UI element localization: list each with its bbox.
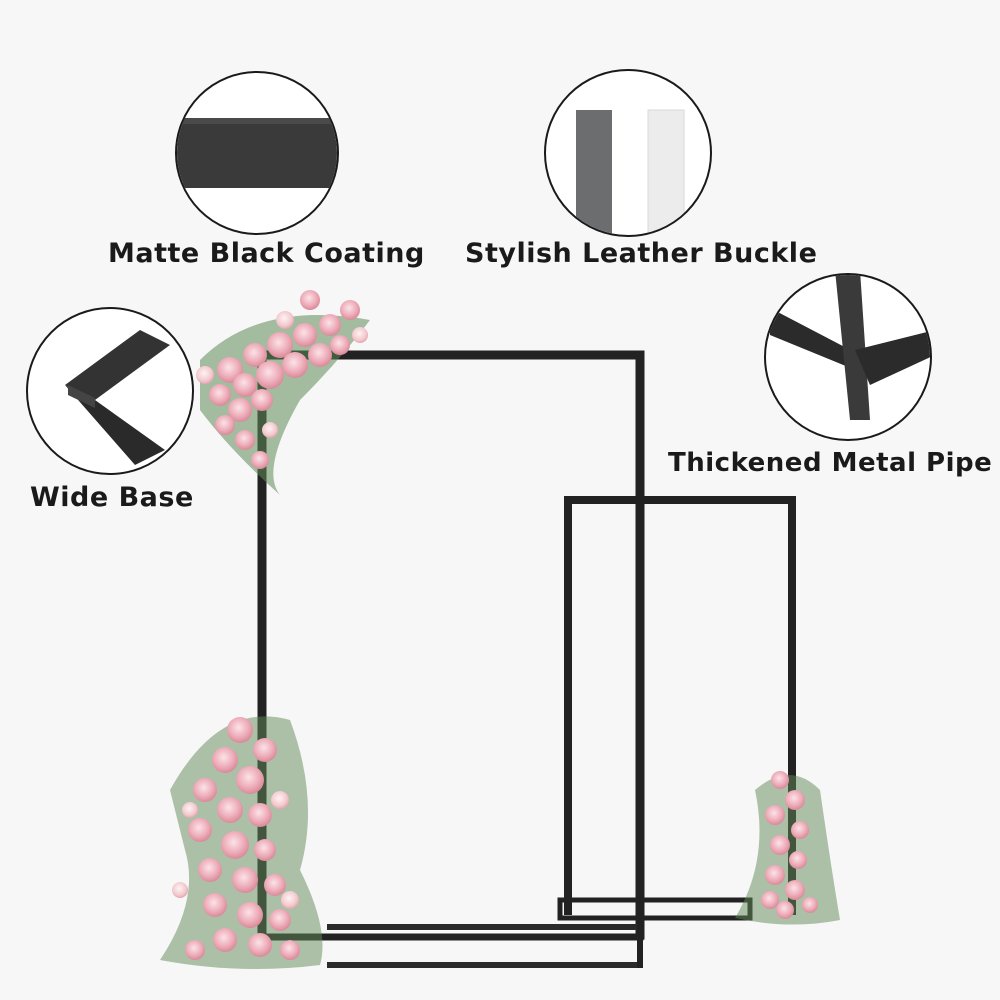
flower-arrangement-bottom-right — [735, 771, 840, 925]
metal-pipe-label: Thickened Metal Pipe — [668, 448, 993, 478]
metal-pipe-detail — [764, 273, 932, 441]
leather-buckle-label: Stylish Leather Buckle — [465, 238, 818, 269]
wide-base-label: Wide Base — [30, 482, 194, 513]
wide-base-detail — [26, 307, 194, 475]
flower-arrangement-top — [196, 290, 370, 495]
flower-arrangement-bottom-left — [160, 716, 323, 969]
matte-coating-detail — [175, 71, 339, 235]
large-arch-frame — [257, 350, 645, 968]
matte-coating-label: Matte Black Coating — [108, 238, 425, 269]
leather-buckle-detail — [544, 69, 712, 237]
small-arch-frame — [557, 496, 796, 921]
